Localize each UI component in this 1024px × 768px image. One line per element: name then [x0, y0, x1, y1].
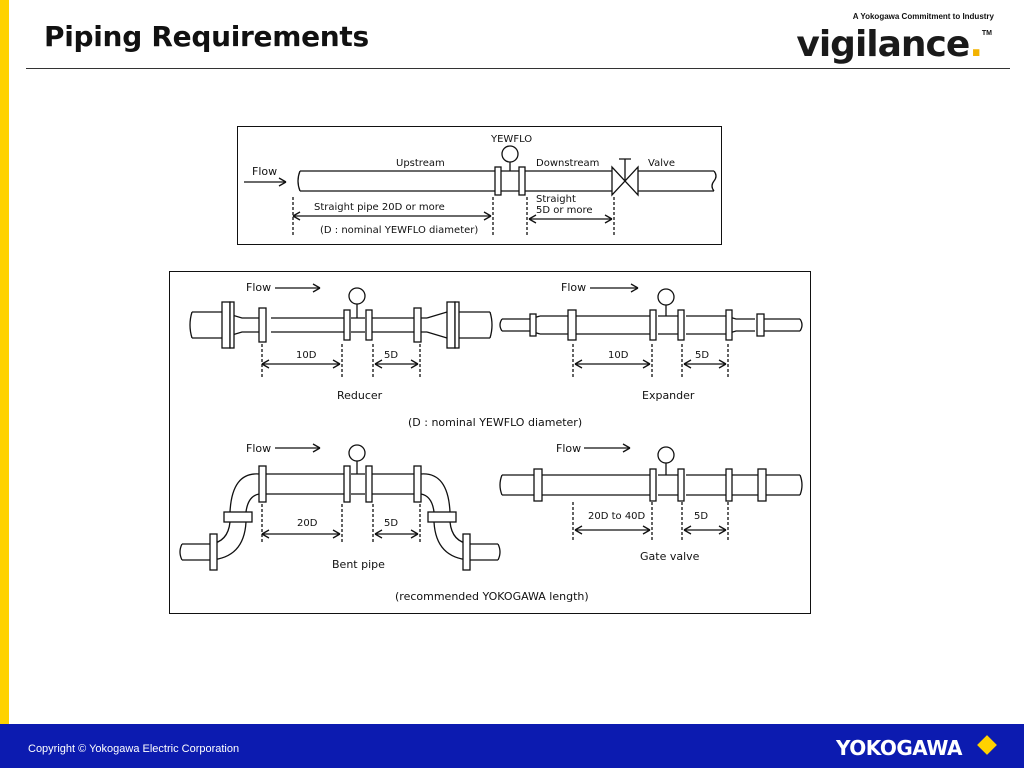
- vigilance-logo: A Yokogawa Commitment to Industry vigila…: [796, 12, 1002, 68]
- logo-dot: .: [969, 24, 983, 65]
- logo-tagline: A Yokogawa Commitment to Industry: [852, 12, 994, 21]
- gate-20d-40d-label: 20D to 40D: [588, 511, 646, 522]
- upstream-label: Upstream: [396, 158, 445, 169]
- reducer-diagram: [189, 283, 493, 378]
- recommended-length-note: (recommended YOKOGAWA length): [395, 590, 589, 603]
- reducer-10d-label: 10D: [296, 350, 317, 361]
- bent-20d-label: 20D: [297, 518, 318, 529]
- nominal-note: (D : nominal YEWFLO diameter): [320, 225, 478, 236]
- expander-flow-label: Flow: [561, 281, 586, 294]
- flow-label: Flow: [252, 165, 277, 178]
- straight-5d-label: 5D or more: [536, 205, 593, 216]
- diagram-fittings: Flow 10D 5D Reducer Flow 10D 5D Expander…: [169, 271, 811, 614]
- page-title: Piping Requirements: [44, 20, 369, 53]
- copyright-text: Copyright © Yokogawa Electric Corporatio…: [28, 743, 240, 755]
- logo-wordmark: vigilance.: [796, 24, 983, 65]
- reducer-flow-label: Flow: [246, 281, 271, 294]
- downstream-label: Downstream: [536, 158, 599, 169]
- reducer-caption: Reducer: [337, 389, 383, 402]
- gate-5d-label: 5D: [694, 511, 708, 522]
- bent-pipe-diagram: [179, 443, 501, 571]
- valve-label: Valve: [648, 158, 675, 169]
- expander-10d-label: 10D: [608, 350, 629, 361]
- left-accent-bar: [0, 0, 9, 724]
- logo-word: vigilance: [796, 24, 970, 65]
- straight-pipe-label: Straight pipe 20D or more: [314, 202, 445, 213]
- title-divider: [26, 68, 1010, 69]
- reducer-5d-label: 5D: [384, 350, 398, 361]
- yewflo-label: YEWFLO: [490, 134, 532, 145]
- expander-diagram: [499, 283, 803, 378]
- middle-nominal-note: (D : nominal YEWFLO diameter): [408, 416, 582, 429]
- footer-bar: Copyright © Yokogawa Electric Corporatio…: [0, 724, 1024, 768]
- bent-flow-label: Flow: [246, 442, 271, 455]
- diagram-straight-run: Flow YEWFLO Upstream Downstream Valve St…: [237, 126, 722, 245]
- expander-caption: Expander: [642, 389, 695, 402]
- yokogawa-brand: YOKOGAWA: [835, 736, 963, 760]
- gate-valve-diagram: [499, 443, 803, 540]
- bent-5d-label: 5D: [384, 518, 398, 529]
- gate-caption: Gate valve: [640, 550, 700, 563]
- expander-5d-label: 5D: [695, 350, 709, 361]
- bent-caption: Bent pipe: [332, 558, 385, 571]
- logo-tm: TM: [981, 30, 992, 37]
- yokogawa-diamond-icon: [977, 735, 997, 755]
- straight-label: Straight: [536, 194, 576, 205]
- gate-flow-label: Flow: [556, 442, 581, 455]
